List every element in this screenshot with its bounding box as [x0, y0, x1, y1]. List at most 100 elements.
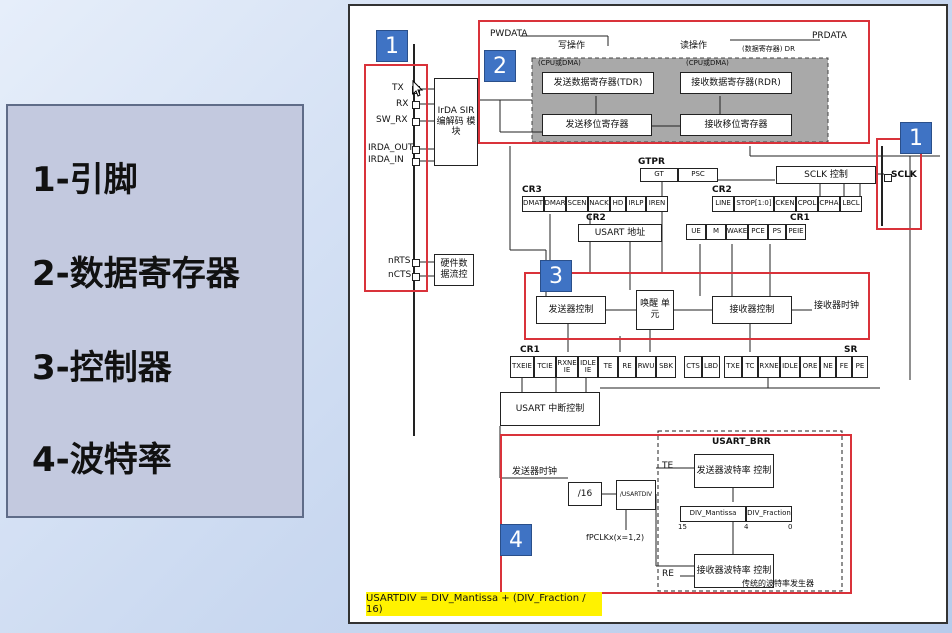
pin-square-ncts	[412, 273, 420, 281]
highlight-pins-right	[876, 138, 922, 230]
cr2-top-label: CR2	[712, 185, 732, 195]
pin-rx: RX	[396, 99, 409, 109]
highlight-pins-left	[364, 64, 428, 292]
irda-codec-block: IrDA SIR 编解码 模块	[434, 78, 478, 166]
cr1-bit: RXNE IE	[556, 356, 578, 378]
sr-bit: PE	[852, 356, 868, 378]
cr2-bit: CPOL	[796, 196, 818, 212]
badge-1-pins: 1	[376, 30, 408, 62]
highlight-baud-rate	[500, 434, 852, 594]
cr1-top-bit: UE	[686, 224, 706, 240]
cr1-bit: SBK	[656, 356, 676, 378]
highlight-controllers	[524, 272, 870, 340]
usart-brr-label: USART_BRR	[712, 437, 771, 447]
sclk-control: SCLK 控制	[776, 166, 876, 184]
rx-baud-control: 接收器波特率 控制	[694, 554, 774, 588]
legend-item-baud-rate: 4-波特率	[32, 440, 172, 480]
div-mantissa: DIV_Mantissa	[680, 506, 746, 522]
pin-sclk: SCLK	[891, 170, 917, 180]
bit-4-label: 4	[744, 523, 749, 531]
sr-bit: RXNE	[758, 356, 780, 378]
highlight-data-registers	[478, 20, 870, 144]
cr1-top-label: CR1	[790, 213, 810, 223]
badge-1-sclk: 1	[900, 122, 932, 154]
tdr-register: 发送数据寄存器(TDR)	[542, 72, 654, 94]
cr2-addr-label: CR2	[586, 213, 606, 223]
sr-bit: LBD	[702, 356, 720, 378]
transmitter-clock-label: 发送器时钟	[512, 467, 558, 477]
cr2-bit: CKEN	[774, 196, 796, 212]
cr3-bit: IRLP	[626, 196, 646, 212]
cr3-bit: DMAR	[544, 196, 566, 212]
cr3-bit: HD	[610, 196, 626, 212]
cr1-bit: TCIE	[534, 356, 556, 378]
cr2-bit: LINE	[712, 196, 734, 212]
cr1-top-bit: M	[706, 224, 726, 240]
hardware-flow-control: 硬件数 据流控	[434, 254, 474, 286]
usartdiv-formula: USARTDIV = DIV_Mantissa + (DIV_Fraction …	[366, 592, 602, 616]
sr-bit: TXE	[724, 356, 742, 378]
fpclk-label: fPCLKx(x=1,2)	[586, 533, 645, 542]
cr3-bit: IREN	[646, 196, 668, 212]
cr1-bit: RE	[618, 356, 636, 378]
receiver-clock-label: 接收器时钟	[814, 301, 860, 311]
usart-address: USART 地址	[578, 224, 662, 242]
cr1-bit: IDLE IE	[578, 356, 598, 378]
data-register-dr-label: (数据寄存器) DR	[742, 45, 795, 53]
cr2-bit: LBCL	[840, 196, 862, 212]
divide-by-16: /16	[568, 482, 602, 506]
pin-irda-out: IRDA_OUT	[368, 143, 414, 153]
legend-item-data-registers: 2-数据寄存器	[32, 254, 240, 294]
sr-bit: CTS	[684, 356, 702, 378]
gtpr-label: GTPR	[638, 157, 665, 167]
sr-bit: ORE	[800, 356, 820, 378]
transmitter-control: 发送器控制	[536, 296, 606, 324]
legend-panel: 1-引脚 2-数据寄存器 3-控制器 4-波特率	[6, 104, 304, 518]
cr1-bottom-label: CR1	[520, 345, 540, 355]
sr-bit: TC	[742, 356, 758, 378]
prdata-label: PRDATA	[812, 31, 847, 41]
rx-shift-register: 接收移位寄存器	[680, 114, 792, 136]
bit-0-label: 0	[788, 523, 793, 531]
cpu-dma-read-label: (CPU或DMA)	[686, 59, 729, 67]
legacy-baud-generator-box	[657, 430, 843, 592]
cr3-label: CR3	[522, 185, 542, 195]
pin-square-irda-in	[412, 158, 420, 166]
cr1-top-bit: PEIE	[786, 224, 806, 240]
badge-3-controllers: 3	[540, 260, 572, 292]
cr1-bit: TE	[598, 356, 618, 378]
wake-unit: 唤醒 单元	[636, 290, 674, 330]
cr3-bit: DMAT	[522, 196, 544, 212]
cr3-bit: SCEN	[566, 196, 588, 212]
re-label: RE	[662, 569, 674, 579]
sr-label: SR	[844, 345, 858, 355]
pin-square-irda-out	[412, 146, 420, 154]
cr1-top-bit: PCE	[748, 224, 768, 240]
gtpr-gt: GT	[640, 168, 678, 182]
cr1-bit: RWU	[636, 356, 656, 378]
tx-shift-register: 发送移位寄存器	[542, 114, 652, 136]
cr2-bit: STOP[1:0]	[734, 196, 774, 212]
te-label: TE	[662, 461, 674, 471]
pin-square-sclk	[884, 174, 892, 182]
pin-irda-in: IRDA_IN	[368, 155, 404, 165]
pin-tx: TX	[392, 83, 404, 93]
usartdiv-divider: /USARTDIV	[616, 480, 656, 510]
write-op-label: 写操作	[558, 41, 586, 51]
badge-4-baud-rate: 4	[500, 524, 532, 556]
legacy-baud-generator-label: 传统的波特率发生器	[742, 579, 814, 588]
badge-2-data-registers: 2	[484, 50, 516, 82]
pin-square-sw-rx	[412, 118, 420, 126]
sr-bit: IDLE	[780, 356, 800, 378]
usart-block-diagram: 1 2 3 1 4 TX RX SW_RX IRDA_OUT IRDA_IN n…	[348, 4, 948, 624]
cr1-bit: TXEIE	[510, 356, 534, 378]
bit-15-label: 15	[678, 523, 687, 531]
gtpr-psc: PSC	[678, 168, 718, 182]
receiver-control: 接收器控制	[712, 296, 792, 324]
cr3-bit: NACK	[588, 196, 610, 212]
sr-bit: FE	[836, 356, 852, 378]
pin-square-nrts	[412, 259, 420, 267]
cpu-dma-write-label: (CPU或DMA)	[538, 59, 581, 67]
legend-item-pins: 1-引脚	[32, 160, 138, 200]
pin-nrts: nRTS	[388, 256, 411, 266]
